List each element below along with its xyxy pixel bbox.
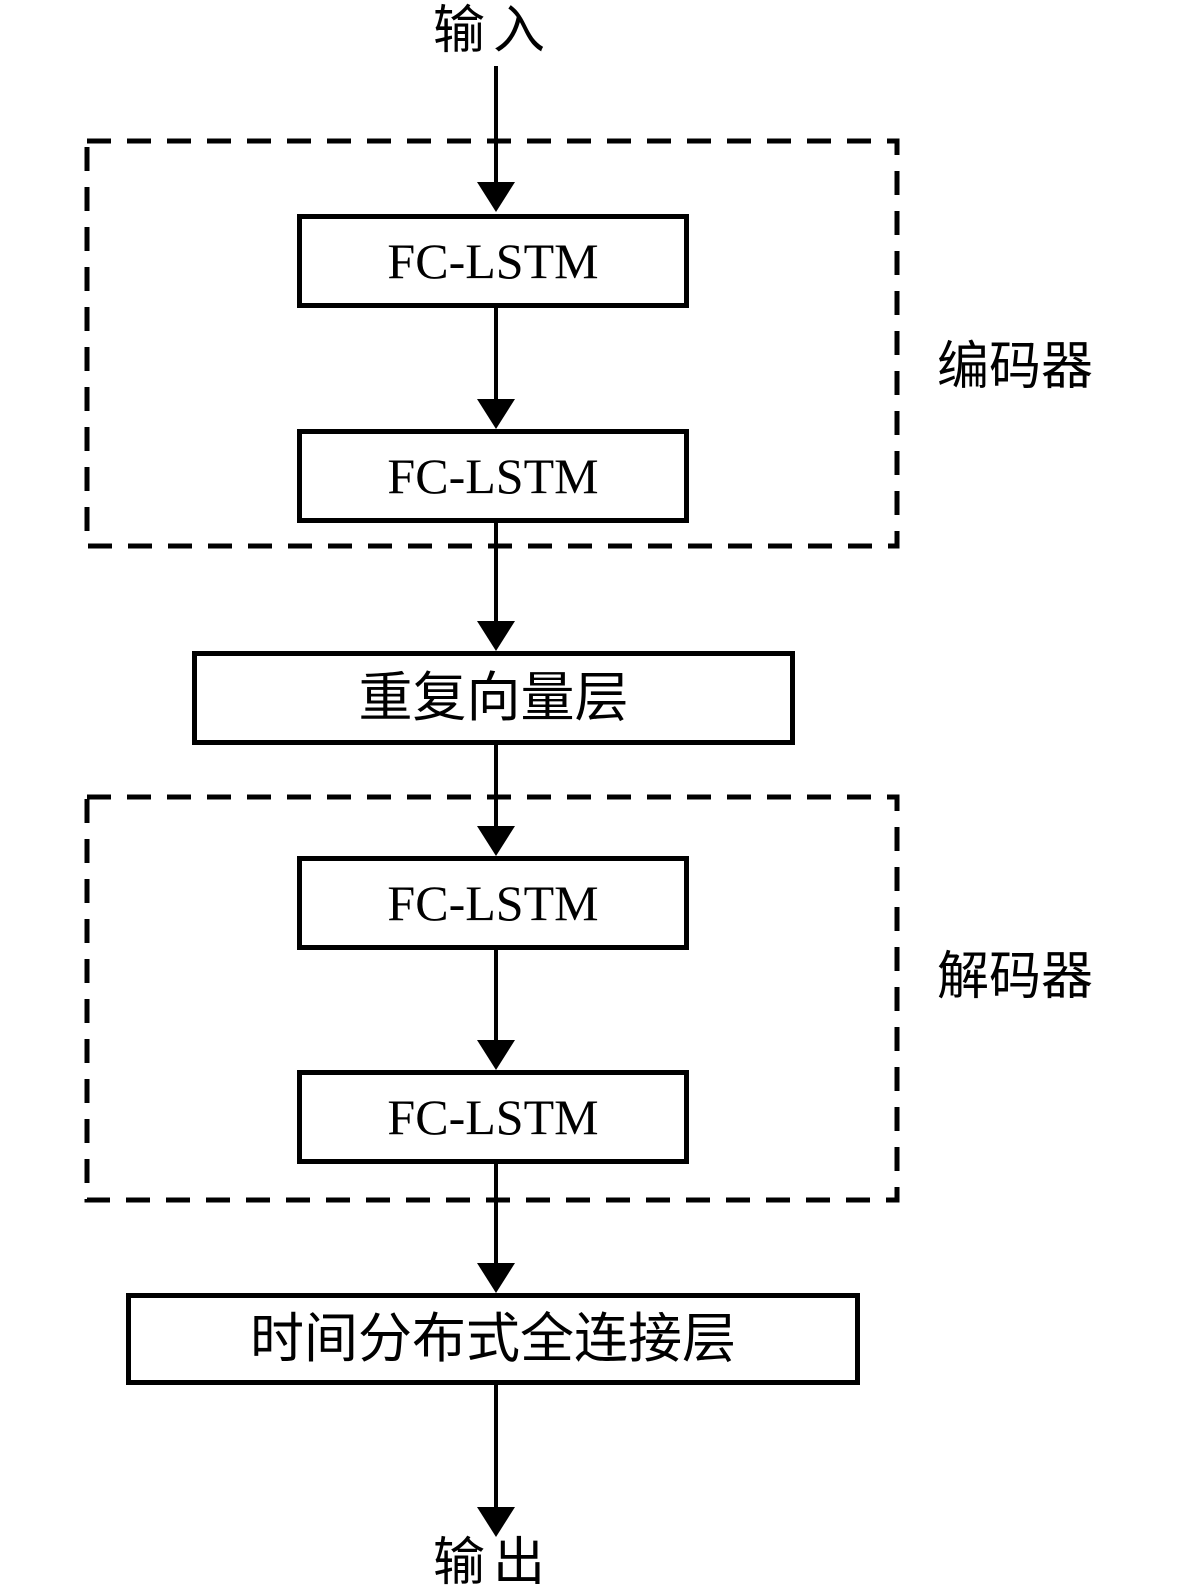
decoder-fc-lstm-2-label: FC-LSTM xyxy=(387,1089,599,1145)
encoder-fc-lstm-1-label: FC-LSTM xyxy=(387,233,599,289)
input-label: 输入 xyxy=(432,3,553,60)
encoder-group-label: 编码器 xyxy=(936,339,1093,396)
arrow-head-icon xyxy=(477,826,515,856)
arrow-encoder1-to-encoder2 xyxy=(474,308,518,429)
arrow-stem xyxy=(494,745,498,826)
arrow-head-icon xyxy=(477,1507,515,1537)
encoder-fc-lstm-2-label: FC-LSTM xyxy=(387,448,599,504)
arrow-head-icon xyxy=(477,1263,515,1293)
arrow-stem xyxy=(494,1164,498,1263)
arrow-head-icon xyxy=(477,621,515,651)
arrow-decoder1-to-decoder2 xyxy=(474,950,518,1070)
time-distributed-box: 时间分布式全连接层 xyxy=(126,1293,860,1385)
arrow-stem xyxy=(494,1385,498,1507)
encoder-fc-lstm-2-box: FC-LSTM xyxy=(297,429,689,523)
arrow-stem xyxy=(494,523,498,621)
arrow-encoder-to-repeat-vector xyxy=(474,523,518,651)
arrow-head-icon xyxy=(477,1040,515,1070)
decoder-fc-lstm-1-label: FC-LSTM xyxy=(387,875,599,931)
arrow-stem xyxy=(494,308,498,399)
arrow-head-icon xyxy=(477,182,515,212)
encoder-fc-lstm-1-box: FC-LSTM xyxy=(297,214,689,308)
arrow-head-icon xyxy=(477,399,515,429)
arrow-to-output xyxy=(474,1385,518,1537)
arrow-stem xyxy=(494,950,498,1040)
decoder-fc-lstm-2-box: FC-LSTM xyxy=(297,1070,689,1164)
output-label: 输出 xyxy=(432,1535,553,1592)
decoder-group-label: 解码器 xyxy=(936,949,1093,1006)
arrow-decoder-to-time-distributed xyxy=(474,1164,518,1293)
repeat-vector-label: 重复向量层 xyxy=(358,668,629,728)
decoder-fc-lstm-1-box: FC-LSTM xyxy=(297,856,689,950)
repeat-vector-box: 重复向量层 xyxy=(192,651,795,745)
arrow-repeat-vector-to-decoder xyxy=(474,745,518,856)
arrow-stem xyxy=(494,66,498,182)
time-distributed-label: 时间分布式全连接层 xyxy=(250,1309,736,1369)
arrow-input-to-encoder xyxy=(474,66,518,212)
